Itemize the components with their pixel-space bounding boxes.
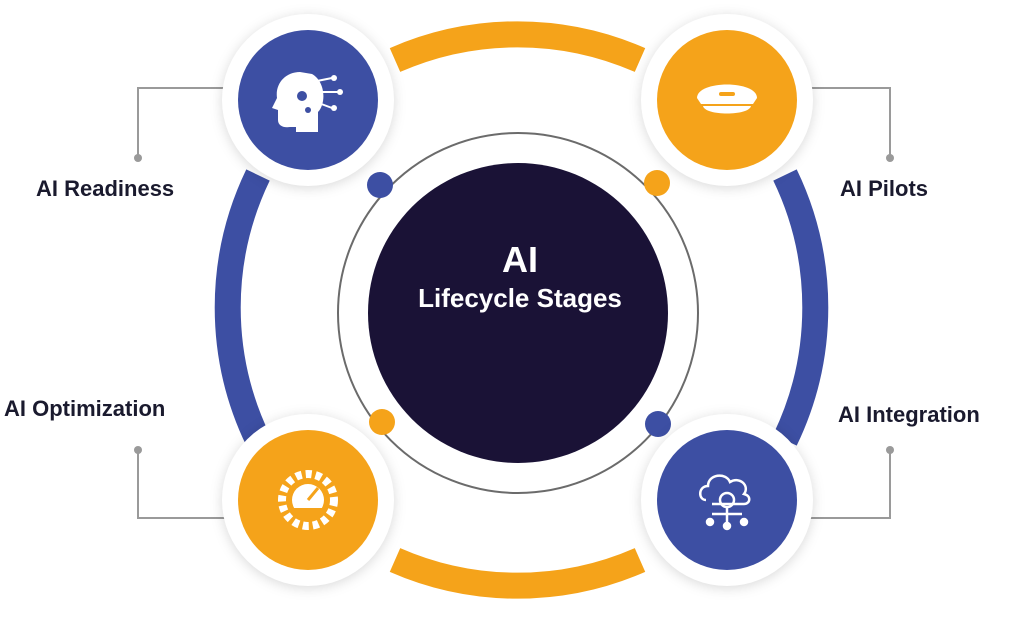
connector-integration — [810, 450, 891, 519]
pilot-cap-icon — [697, 84, 757, 114]
ring-arc-right — [773, 169, 829, 446]
connector-dot-optimization — [134, 446, 142, 454]
outer-ring — [214, 21, 829, 599]
connector-dot-integration — [886, 446, 894, 454]
inner-thin-ring — [337, 132, 699, 494]
center-circle — [368, 163, 668, 463]
stage-node-pilots[interactable] — [641, 14, 813, 186]
stage-node-readiness[interactable] — [222, 14, 394, 186]
stage-label-readiness: AI Readiness — [36, 176, 175, 201]
connector-pilots — [810, 87, 891, 158]
connector-readiness — [137, 87, 228, 158]
ring-dot-top-left — [367, 172, 393, 198]
ring-arc-bottom — [389, 548, 646, 599]
connector-dot-pilots — [886, 154, 894, 162]
stage-label-integration: AI Integration — [838, 402, 980, 427]
stage-node-optimization[interactable] — [222, 414, 394, 586]
center-title: AI Lifecycle Stages — [360, 240, 680, 316]
center-title-line2: Lifecycle Stages — [418, 283, 622, 313]
ring-dot-top-right — [644, 170, 670, 196]
stage-label-pilots: AI Pilots — [840, 176, 929, 201]
connector-optimization — [137, 450, 228, 519]
ring-arc-left — [214, 169, 270, 446]
gauge-gear-icon — [278, 470, 338, 530]
connector-dot-readiness — [134, 154, 142, 162]
ai-brain-head-icon — [272, 72, 343, 132]
ring-dot-bottom-right — [645, 411, 671, 437]
center-title-line1: AI — [502, 239, 538, 280]
cloud-network-gear-icon — [699, 474, 751, 531]
stage-label-optimization: AI Optimization — [4, 396, 166, 421]
ring-arc-top — [389, 21, 646, 72]
ring-dot-bottom-left — [369, 409, 395, 435]
stage-node-integration[interactable] — [641, 414, 813, 586]
connectors — [134, 87, 894, 519]
